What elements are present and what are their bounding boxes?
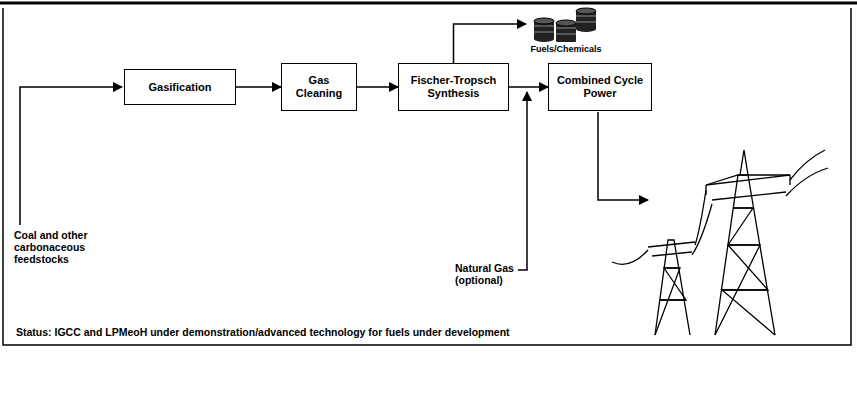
input-label: Natural Gas (optional) [455,262,517,286]
product-icon: Fuels/Chemicals [526,6,606,54]
box-label: Combined Cycle Power [549,72,651,101]
input-label: Coal and other carbonaceous feedstocks [14,229,122,265]
natural-gas-arrow [518,92,527,270]
flow-arrow [357,86,398,88]
flow-arrow [236,86,281,88]
flow-arrow [509,86,548,88]
barrels-icon [526,6,606,42]
box-label: Fischer-Tropsch Synthesis [399,72,508,101]
process-box: Combined Cycle Power [548,63,652,111]
power-arrow [598,112,648,200]
frame [0,3,857,345]
status-note: Status: IGCC and LPMeoH under demonstrat… [16,326,636,338]
product-label: Fuels/Chemicals [516,44,616,54]
box-label: Gasification [145,79,216,96]
process-box: Gasification [124,69,236,105]
power-tower [612,150,828,335]
process-box: Fischer-Tropsch Synthesis [398,63,509,111]
box-label: Gas Cleaning [282,72,356,101]
feed-arrow [20,87,122,225]
flow-arrow [454,24,527,63]
process-box: Gas Cleaning [281,63,357,111]
